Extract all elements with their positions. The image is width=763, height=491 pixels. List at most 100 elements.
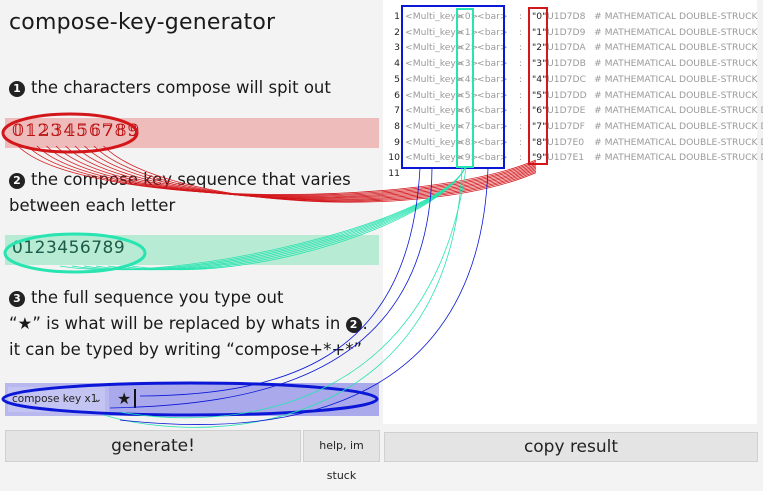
result-co: :	[519, 73, 523, 85]
step-1-number: 1	[9, 81, 25, 97]
result-br: <bar>	[477, 120, 508, 132]
step-2-text-line1: the compose key sequence that varies	[31, 170, 351, 189]
result-co: :	[519, 42, 523, 54]
result-ln: 11	[388, 168, 400, 179]
output-chars-value: 𝟘𝟙𝟚𝟛𝟜𝟝𝟞𝟟𝟠𝟡	[12, 121, 141, 141]
result-ln: 7	[394, 105, 400, 117]
result-br: <bar>	[477, 73, 508, 85]
result-cm: # MATHEMATICAL DOUBLE-STRUCK DI	[594, 152, 763, 164]
result-ln: 10	[388, 152, 400, 164]
result-cm: # MATHEMATICAL DOUBLE-STRUCK	[594, 58, 758, 70]
result-kd: <0>	[457, 11, 479, 22]
result-co: :	[519, 136, 523, 148]
full-sequence-input[interactable]: ★	[109, 383, 379, 416]
result-co: :	[519, 89, 523, 101]
result-cp: U1D7DB	[547, 58, 586, 70]
result-mk: <Multi_key>	[405, 58, 464, 70]
result-ln: 6	[394, 89, 400, 101]
result-br: <bar>	[477, 136, 508, 148]
result-cp: U1D7DC	[547, 73, 586, 85]
text-caret	[134, 389, 136, 408]
result-mk: <Multi_key>	[405, 11, 464, 22]
result-line: 9<Multi_key><8><bar>:"8"U1D7E0# MATHEMAT…	[384, 135, 763, 151]
result-co: :	[519, 26, 523, 38]
result-line: 8<Multi_key><7><bar>:"7"U1D7DF# MATHEMAT…	[384, 119, 763, 135]
result-line: 3<Multi_key><2><bar>:"2"U1D7DA# MATHEMAT…	[384, 40, 757, 56]
result-kd: <1>	[457, 26, 479, 38]
result-ch: "2"	[532, 42, 547, 54]
result-cm: # MATHEMATICAL DOUBLE-STRUCK DI	[594, 105, 763, 117]
result-ch: "6"	[532, 105, 547, 117]
result-ch: "3"	[532, 58, 547, 70]
variable-sequence-input[interactable]: 0123456789	[5, 235, 379, 265]
result-ln: 8	[394, 120, 400, 132]
result-br: <bar>	[477, 105, 508, 117]
result-mk: <Multi_key>	[405, 73, 464, 85]
result-cm: # MATHEMATICAL DOUBLE-STRUCK	[594, 11, 758, 22]
result-line: 5 <Multi_key><4><bar>: "4"U1D7DC # MATHEMAT…	[384, 72, 757, 88]
result-kd: <4>	[457, 73, 479, 85]
result-co: :	[519, 105, 523, 117]
result-kd: <6>	[457, 105, 479, 117]
result-cp: U1D7D8	[547, 11, 586, 22]
result-ch: "4"	[532, 73, 547, 85]
result-ch: "0"	[532, 11, 547, 22]
help-button[interactable]: help, im stuck	[303, 430, 380, 482]
result-kd: <3>	[457, 58, 479, 70]
step-2-text-line2: between each letter	[9, 196, 176, 215]
result-cp: U1D7E0	[547, 136, 585, 148]
step-3-number: 3	[9, 291, 25, 307]
result-cp: U1D7D9	[547, 26, 586, 38]
result-co: :	[519, 120, 523, 132]
step-1-label: 1 the characters compose will spit out	[9, 75, 331, 101]
result-mk: <Multi_key>	[405, 42, 464, 54]
highlight-box-red	[528, 7, 548, 165]
result-br: <bar>	[477, 26, 508, 38]
result-ln: 4	[394, 58, 400, 70]
result-ch: "9"	[532, 152, 547, 164]
result-ch: "7"	[532, 120, 547, 132]
step-3-line3: it can be typed by writing “compose+*+*”	[9, 340, 363, 359]
result-co: :	[519, 11, 523, 22]
result-cp: U1D7DA	[547, 42, 586, 54]
result-cm: # MATHEMATICAL DOUBLE-STRUCK	[594, 89, 758, 101]
result-ln: 5	[394, 73, 400, 85]
result-line: 2<Multi_key><1><bar>:"1"U1D7D9# MATHEMAT…	[384, 25, 757, 41]
prefix-select-value: compose key x1	[12, 393, 98, 405]
copy-result-button[interactable]: copy result	[384, 432, 758, 462]
result-line: 7 <Multi_key><6><bar>: "6"U1D7DE # MATHEMAT…	[384, 103, 763, 119]
result-kd: <2>	[457, 42, 479, 54]
result-br: <bar>	[477, 11, 508, 22]
step-2-number: 2	[9, 173, 25, 189]
step-2-label: 2 the compose key sequence that varies be…	[9, 167, 351, 219]
result-cp: U1D7E1	[547, 152, 585, 164]
result-cm: # MATHEMATICAL DOUBLE-STRUCK	[594, 73, 758, 85]
result-ln: 9	[394, 136, 400, 148]
page-title: compose-key-generator	[9, 10, 276, 35]
output-chars-input[interactable]: 𝟘𝟙𝟚𝟛𝟜𝟝𝟞𝟟𝟠𝟡	[5, 118, 379, 148]
result-br: <bar>	[477, 58, 508, 70]
prefix-select[interactable]: compose key x1 ⌄	[8, 387, 105, 412]
result-ch: "8"	[532, 136, 547, 148]
result-mk: <Multi_key>	[405, 136, 464, 148]
result-ln: 2	[394, 26, 400, 38]
full-sequence-row: compose key x1 ⌄ ★	[5, 383, 379, 416]
result-line: 6<Multi_key><5><bar>:"5"U1D7DD# MATHEMAT…	[384, 88, 757, 104]
result-line: 1 <Multi_key><0><bar>: "0"U1D7D8 # MATHEMAT…	[384, 9, 757, 25]
generate-button[interactable]: generate!	[5, 430, 301, 462]
result-ln: 3	[394, 42, 400, 54]
result-co: :	[519, 58, 523, 70]
result-line: 4 <Multi_key><3><bar>: "3"U1D7DB # MATHEMAT…	[384, 56, 757, 72]
result-mk: <Multi_key>	[405, 120, 464, 132]
step-1-text: the characters compose will spit out	[31, 78, 331, 97]
step-3-line1: the full sequence you type out	[31, 288, 284, 307]
left-panel: compose-key-generator 1 the characters co…	[0, 0, 383, 482]
result-cp: U1D7DE	[547, 105, 586, 117]
result-mk: <Multi_key>	[405, 105, 464, 117]
result-cm: # MATHEMATICAL DOUBLE-STRUCK	[594, 42, 758, 54]
highlight-box-blue	[401, 5, 505, 169]
result-cm: # MATHEMATICAL DOUBLE-STRUCK	[594, 26, 758, 38]
result-br: <bar>	[477, 89, 508, 101]
result-ln: 1	[394, 11, 400, 22]
result-ch: "5"	[532, 89, 547, 101]
